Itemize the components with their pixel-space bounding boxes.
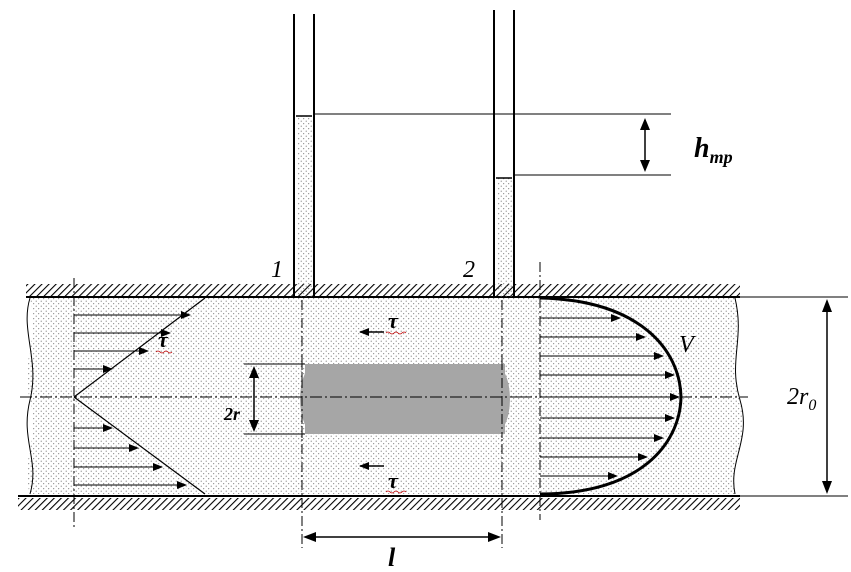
section-label-1: 1 — [271, 257, 283, 283]
pipe-wall-bottom — [18, 498, 740, 510]
velocity-label: V — [679, 332, 696, 358]
pipe-diameter-label: 2r0 — [787, 384, 816, 414]
shear-stress-label-left: τ — [158, 327, 169, 352]
velocity-profile-curve — [539, 296, 683, 496]
pipe-break-right — [733, 297, 744, 495]
cylinder-diameter-label: 2r — [223, 404, 241, 424]
length-label: l — [388, 543, 396, 572]
fluid-cylinder — [300, 364, 510, 434]
pipe-break-left — [26, 297, 34, 495]
section-label-2: 2 — [463, 257, 475, 283]
shear-stress-label-top: τ — [388, 308, 399, 333]
piezometer-tube-2 — [493, 10, 515, 298]
head-loss-label: hmp — [694, 133, 733, 167]
velocity-arrows — [540, 314, 680, 480]
shear-stress-label-bottom: τ — [388, 468, 399, 493]
piezometer-tube-1 — [293, 14, 315, 298]
pipe-wall-top — [26, 284, 740, 296]
shear-arrows-left — [74, 311, 191, 489]
